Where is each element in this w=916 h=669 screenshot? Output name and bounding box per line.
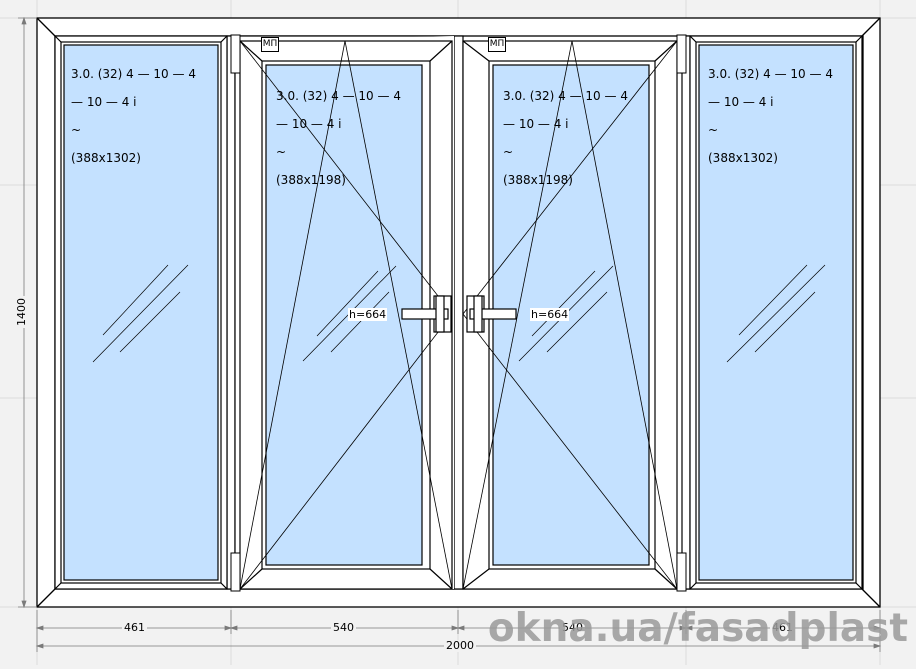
glass-size: (388x1302)	[708, 151, 778, 165]
glass-spec-line2: — 10 — 4 i	[276, 117, 342, 131]
handles	[401, 295, 517, 333]
glass-size: (388x1198)	[276, 173, 346, 187]
glass-spec-s1: 3.0. (32) 4 — 10 — 4 — 10 — 4 i ~ (388x1…	[71, 53, 196, 179]
dim-width-s3: 540	[560, 621, 585, 634]
glass-spec-s3: 3.0. (32) 4 — 10 — 4 — 10 — 4 i ~ (388x1…	[503, 75, 628, 201]
fixed-pane-right	[689, 35, 863, 590]
dim-width-s2: 540	[331, 621, 356, 634]
glass-reflections	[92, 264, 826, 363]
glass-spec-line3: ~	[71, 123, 82, 137]
glass-size: (388x1198)	[503, 173, 573, 187]
glass-spec-s2: 3.0. (32) 4 — 10 — 4 — 10 — 4 i ~ (388x1…	[276, 75, 401, 201]
handle-height-label-s3: h=664	[530, 308, 570, 321]
glass-spec-line2: — 10 — 4 i	[708, 95, 774, 109]
glass-size: (388x1302)	[71, 151, 141, 165]
glass-spec-line1: 3.0. (32) 4 — 10 — 4	[71, 67, 196, 81]
glass-spec-s4: 3.0. (32) 4 — 10 — 4 — 10 — 4 i ~ (388x1…	[708, 53, 833, 179]
glass-spec-line3: ~	[276, 145, 287, 159]
glass-spec-line2: — 10 — 4 i	[503, 117, 569, 131]
glass-spec-line3: ~	[503, 145, 514, 159]
glass-spec-line1: 3.0. (32) 4 — 10 — 4	[503, 89, 628, 103]
dim-width-s4: 461	[770, 621, 795, 634]
handle-height-label-s2: h=664	[348, 308, 388, 321]
glass-spec-line1: 3.0. (32) 4 — 10 — 4	[276, 89, 401, 103]
dimension-lines	[18, 16, 882, 652]
hinges	[230, 34, 687, 592]
glass-spec-line1: 3.0. (32) 4 — 10 — 4	[708, 67, 833, 81]
watermark: okna.ua/fasadplast	[487, 606, 908, 651]
dim-total-width: 2000	[444, 639, 476, 652]
glass-spec-line3: ~	[708, 123, 719, 137]
mp-marker-s3: МП	[488, 37, 506, 52]
mp-marker-s2: МП	[261, 37, 279, 52]
glass-spec-line2: — 10 — 4 i	[71, 95, 137, 109]
dim-width-s1: 461	[122, 621, 147, 634]
dim-total-height: 1400	[15, 296, 28, 328]
